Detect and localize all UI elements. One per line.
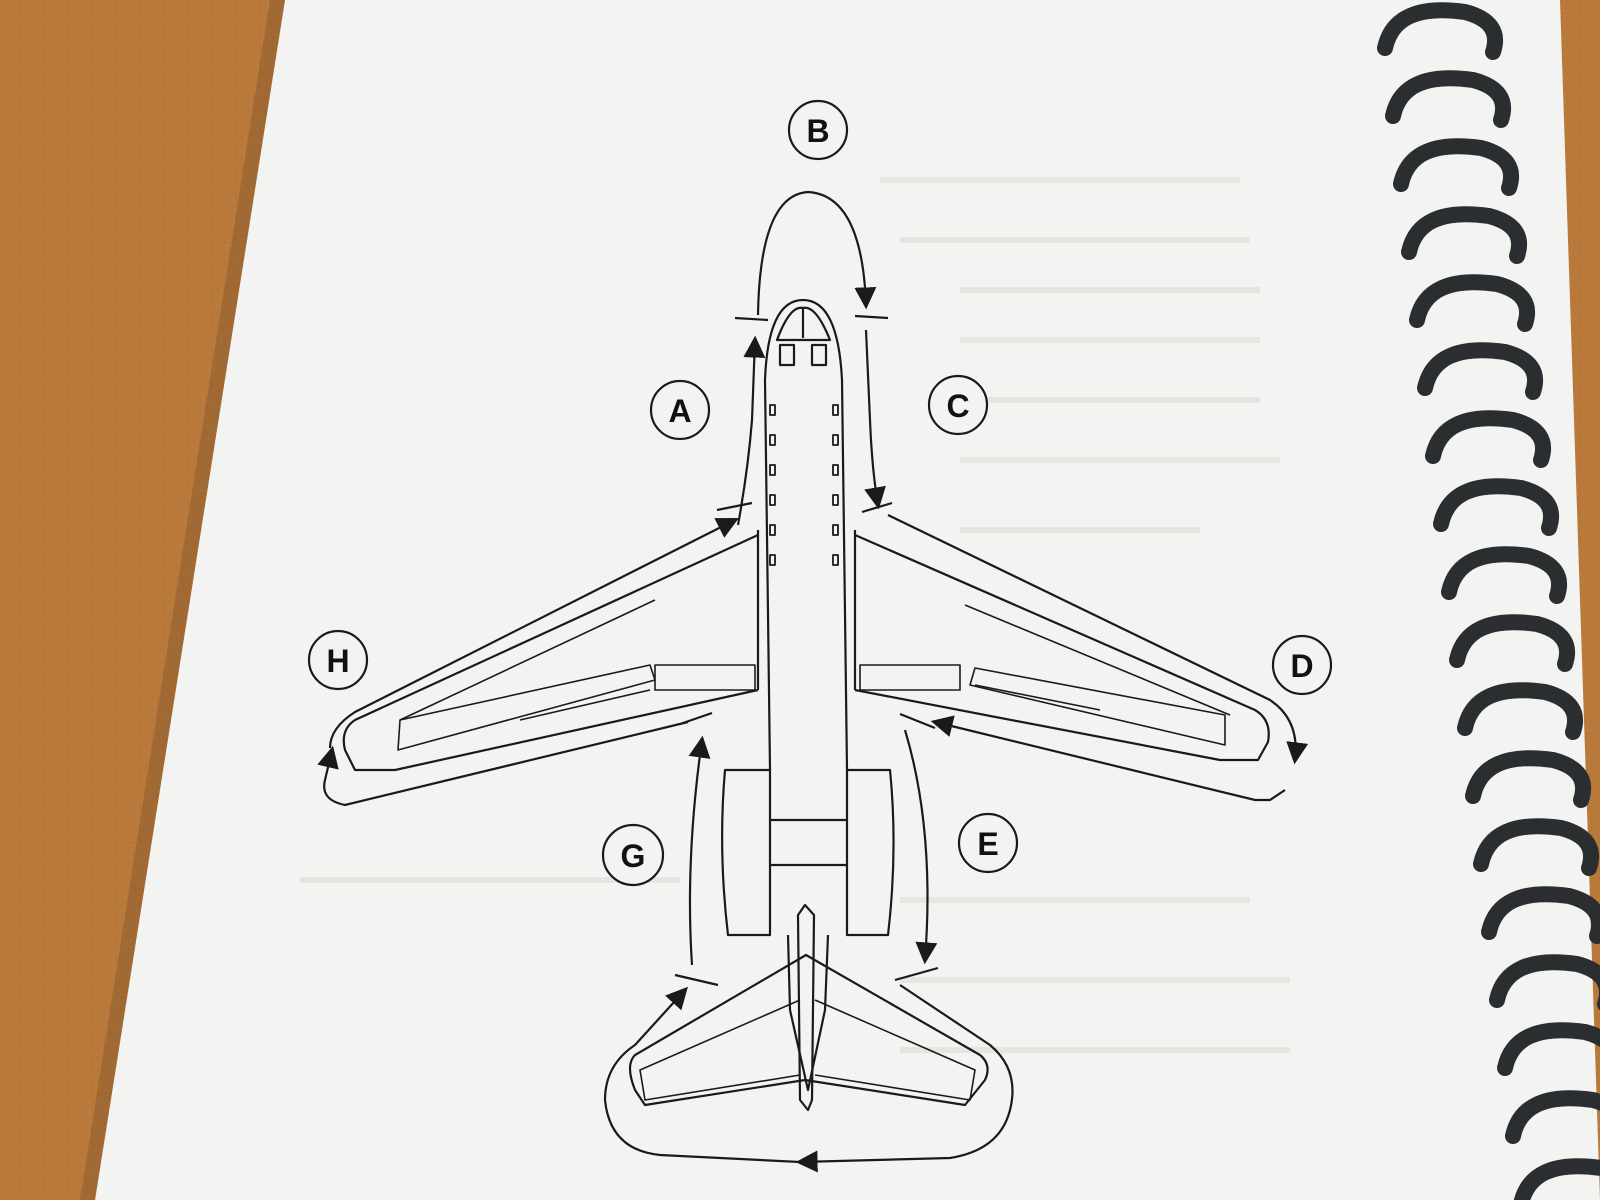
horizontal-stabilizer (628, 953, 989, 1107)
binding-coil (1377, 2, 1503, 60)
svg-text:D: D (1290, 648, 1313, 684)
binding-coil (1481, 886, 1600, 944)
cabin-windows (769, 404, 839, 566)
binding-coil (1425, 410, 1551, 468)
station-marks (674, 314, 939, 987)
route-segment-d (887, 514, 1309, 765)
binding-coil (1513, 1158, 1600, 1200)
route-segment-f (795, 984, 1014, 1173)
svg-text:A: A (668, 393, 691, 429)
left-wing (342, 534, 759, 772)
label-e: E (957, 812, 1019, 874)
route-stab-left (603, 986, 801, 1164)
binding-coil (1409, 274, 1535, 332)
binding-coil (1457, 682, 1583, 740)
binding-coil (1489, 954, 1600, 1011)
paper-shadow (80, 0, 285, 1200)
binding-coil (1449, 614, 1575, 672)
route-segment-b (756, 190, 877, 316)
binding-coil (1465, 750, 1591, 808)
route-segment-h (328, 518, 739, 749)
left-engine (721, 768, 772, 937)
svg-text:B: B (806, 113, 829, 149)
route-segment-c (864, 329, 886, 510)
cockpit-window-left (778, 343, 796, 367)
route-right-trailing (930, 715, 1286, 802)
label-c: C (927, 374, 989, 436)
binding-coil (1393, 138, 1519, 196)
paper-page (95, 0, 1600, 1200)
bleed-through-lines (300, 177, 1290, 1053)
label-b: B (787, 99, 849, 161)
binding-coil (1385, 70, 1511, 128)
route-left-trailing (317, 720, 689, 807)
svg-text:G: G (621, 838, 646, 874)
binding-coil (1497, 1022, 1600, 1076)
spiral-binding (1377, 2, 1600, 1200)
label-g: G (601, 823, 665, 887)
binding-coil (1473, 818, 1599, 876)
label-d: D (1271, 634, 1333, 696)
label-h: H (307, 629, 369, 691)
binding-coil (1505, 1090, 1600, 1144)
vertical-fin (796, 903, 816, 1112)
svg-text:H: H (326, 643, 349, 679)
route-segment-a (736, 335, 766, 526)
binding-coil (1433, 478, 1559, 536)
walkaround-route (317, 190, 1309, 1173)
aircraft-outline (342, 298, 1270, 1112)
binding-coil (1401, 206, 1527, 264)
svg-text:C: C (946, 388, 969, 424)
binding-coil (1441, 546, 1567, 604)
cockpit-windshield (775, 306, 832, 342)
svg-text:E: E (977, 826, 998, 862)
right-wing (854, 533, 1270, 762)
label-a: A (649, 379, 711, 441)
route-segment-g (688, 735, 711, 966)
binding-coil (1417, 342, 1543, 400)
fuselage (763, 298, 849, 771)
cockpit-window-right (810, 343, 828, 367)
right-engine (845, 768, 895, 937)
route-segment-e (903, 729, 938, 965)
